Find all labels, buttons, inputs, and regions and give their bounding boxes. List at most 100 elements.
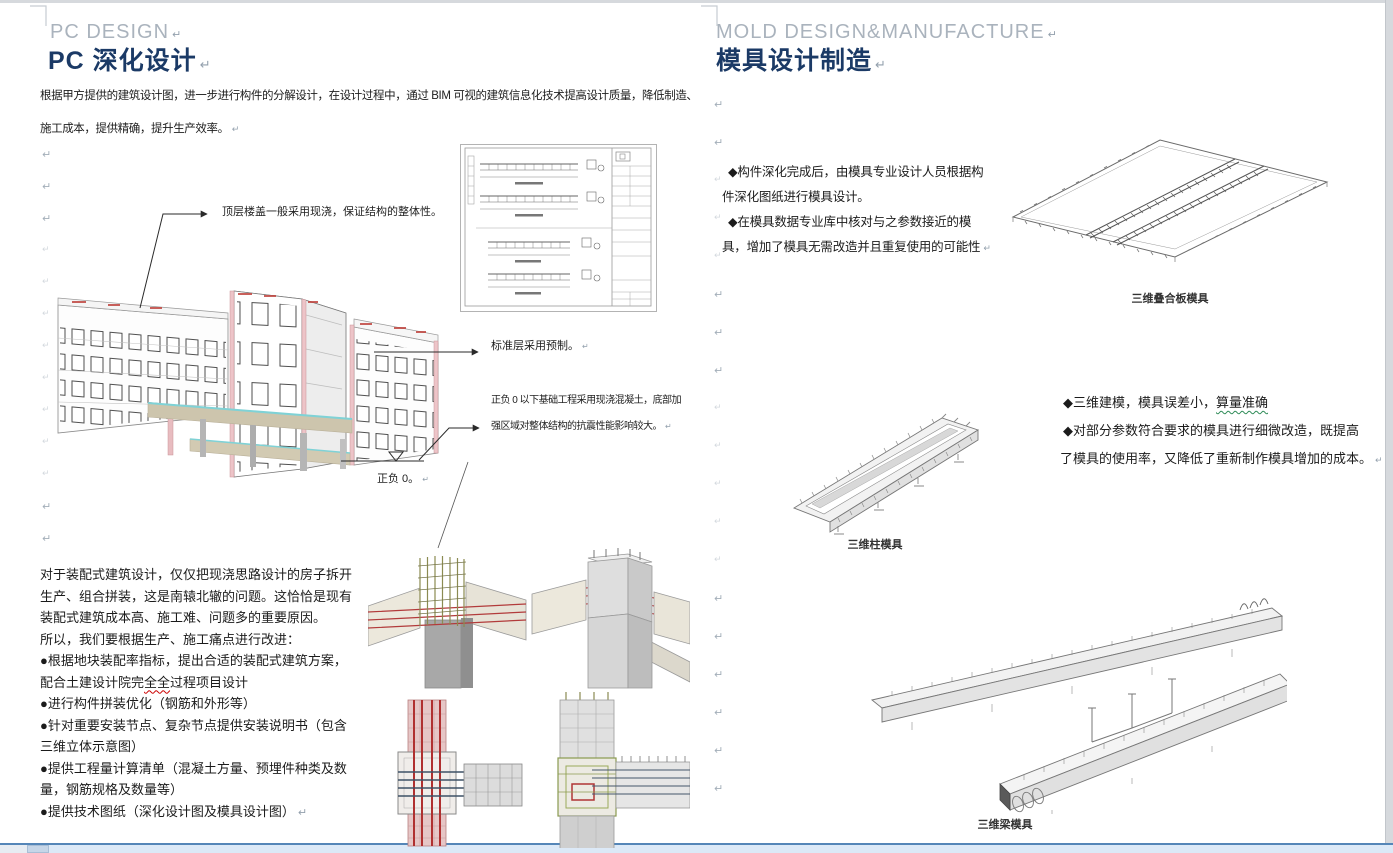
joint-render-column — [531, 548, 690, 689]
pilcrow-mark: ↵ — [714, 402, 722, 412]
body-line: 配合土建设计院完全全过程项目设计 — [40, 675, 248, 691]
bullet-text: 具，增加了模具无需改造并且重复使用的可能性 — [722, 240, 981, 254]
left-page-title: PC 深化设计↵ — [48, 46, 211, 77]
bullet-text: ◆三维建模，模具误差小， — [1063, 395, 1216, 410]
left-page-kicker: PC DESIGN↵ — [50, 20, 181, 45]
pilcrow-mark: ↵ — [714, 289, 724, 301]
annotation-foundation-line: 强区域对整体结构的抗震性能影响较大。↵ — [491, 421, 672, 434]
pilcrow-mark: ↵ — [714, 440, 722, 450]
left-intro-line: 根据甲方提供的建筑设计图，进一步进行构件的分解设计，在设计过程中，通过 BIM … — [40, 90, 698, 102]
body-line: 装配式建筑成本高、施工难、问题多的重要原因。 — [40, 610, 327, 625]
annotation-text: 强区域对整体结构的抗震性能影响较大。 — [491, 421, 663, 432]
annotation-standard-floor: 标准层采用预制。↵ — [491, 340, 589, 354]
annotation-foundation-line: 正负 0 以下基础工程采用现浇混凝土，底部加 — [491, 395, 682, 406]
slab-mold-figure — [1011, 139, 1329, 262]
pilcrow-mark: ↵ — [42, 276, 50, 286]
pilcrow-mark: ↵ — [42, 436, 50, 446]
pilcrow-mark: ↵ — [42, 213, 52, 225]
right-kicker-text: MOLD DESIGN&MANUFACTURE — [716, 21, 1045, 43]
pilcrow-mark: ↵ — [172, 29, 182, 41]
body-line: 生产、组合拼装，这是南辕北辙的问题。这恰恰是现有 — [40, 588, 353, 604]
grammarcheck-flagged-text: 算量准确 — [1216, 395, 1269, 410]
pilcrow-mark: ↵ — [231, 124, 240, 134]
pilcrow-mark: ↵ — [714, 137, 724, 149]
pilcrow-mark: ↵ — [714, 478, 722, 488]
pilcrow-mark: ↵ — [42, 404, 50, 414]
joint-render-cage — [368, 556, 527, 689]
bullet-line: 件深化图纸进行模具设计。 — [722, 190, 870, 204]
body-line: ●提供工程量计算清单（混凝土方量、预埋件种类及数 — [40, 760, 347, 776]
pilcrow-mark: ↵ — [422, 475, 429, 484]
annotation-text: 正负 0。 — [377, 473, 420, 485]
pilcrow-mark: ↵ — [714, 669, 724, 681]
right-page-kicker: MOLD DESIGN&MANUFACTURE↵ — [716, 20, 1057, 45]
bullet-line: ◆在模具数据专业库中核对与之参数接近的模 — [728, 215, 972, 229]
pilcrow-mark: ↵ — [42, 181, 52, 193]
pilcrow-mark: ↵ — [714, 327, 724, 339]
pilcrow-mark: ↵ — [42, 340, 50, 350]
pilcrow-mark: ↵ — [714, 212, 722, 222]
pilcrow-mark: ↵ — [714, 365, 724, 377]
annotation-text: 标准层采用预制。 — [491, 340, 579, 352]
body-line: 对于装配式建筑设计，仅仅把现浇思路设计的房子拆开 — [40, 567, 353, 582]
leader-diagonal — [437, 461, 469, 549]
pilcrow-mark: ↵ — [42, 468, 50, 478]
pilcrow-mark: ↵ — [983, 243, 991, 253]
window-right-edge[interactable] — [1385, 0, 1393, 853]
spellcheck-flagged-text: 全全 — [144, 674, 171, 690]
pilcrow-mark: ↵ — [42, 244, 50, 254]
bullet-line: ◆对部分参数符合要求的模具进行细微改造，既提高 — [1063, 423, 1359, 438]
column-mold-figure — [792, 413, 980, 535]
body-line: 三维立体示意图） — [40, 739, 145, 754]
left-intro-line: 施工成本，提供精确，提升生产效率。↵ — [40, 122, 239, 136]
pilcrow-mark: ↵ — [42, 372, 50, 382]
pilcrow-mark: ↵ — [582, 342, 589, 351]
pilcrow-mark: ↵ — [42, 501, 52, 513]
pilcrow-mark: ↵ — [199, 57, 211, 72]
pilcrow-mark: ↵ — [1047, 29, 1057, 41]
bullet-line: ◆三维建模，模具误差小，算量准确 — [1063, 395, 1268, 411]
bullet-line: 了模具的使用率，又降低了重新制作模具增加的成本。↵ — [1060, 451, 1383, 467]
scrollbar-left-cap[interactable] — [0, 845, 27, 853]
pilcrow-mark: ↵ — [875, 57, 886, 72]
building-3d-figure — [57, 290, 439, 478]
pilcrow-mark: ↵ — [714, 554, 722, 564]
cad-drawing-thumbnail — [460, 144, 657, 312]
pilcrow-mark: ↵ — [42, 533, 52, 545]
pilcrow-mark: ↵ — [714, 99, 724, 111]
bullet-line: 具，增加了模具无需改造并且重复使用的可能性↵ — [722, 240, 991, 256]
caption-beam-mold: 三维梁模具 — [977, 819, 1033, 831]
scrollbar-thumb[interactable] — [27, 845, 49, 853]
bullet-line: ◆构件深化完成后，由模具专业设计人员根据构 — [728, 165, 984, 179]
right-page-title: 模具设计制造↵ — [716, 46, 886, 77]
body-text: 配合土建设计院完 — [40, 674, 145, 690]
joint-render-plan — [397, 699, 523, 847]
pilcrow-mark: ↵ — [714, 250, 722, 260]
pilcrow-mark: ↵ — [714, 631, 724, 643]
margin-crop-mark-left — [30, 5, 47, 26]
pilcrow-mark: ↵ — [297, 806, 308, 819]
pilcrow-mark: ↵ — [714, 593, 724, 605]
body-line: ●根据地块装配率指标，提出合适的装配式建筑方案， — [40, 653, 347, 668]
margin-crop-mark-right — [701, 5, 718, 26]
joint-detail-figures — [368, 548, 690, 848]
body-text: 过程项目设计 — [170, 674, 249, 690]
horizontal-scrollbar[interactable] — [0, 843, 1393, 853]
left-intro-text: 施工成本，提供精确，提升生产效率。 — [40, 123, 229, 135]
annotation-roof: 顶层楼盖一般采用现浇，保证结构的整体性。 — [222, 206, 442, 218]
pilcrow-mark: ↵ — [42, 149, 52, 161]
pilcrow-mark: ↵ — [714, 174, 722, 184]
annotation-zero-level: 正负 0。↵ — [377, 473, 429, 487]
body-text: ●提供技术图纸（深化设计图及模具设计图） — [40, 803, 295, 819]
beam-mold-figure — [870, 598, 1287, 814]
window-top-edge — [0, 0, 1393, 3]
pilcrow-mark: ↵ — [1375, 455, 1383, 465]
caption-slab-mold: 三维叠合板模具 — [1131, 293, 1209, 305]
body-line: ●提供技术图纸（深化设计图及模具设计图）↵ — [40, 804, 307, 821]
pilcrow-mark: ↵ — [665, 422, 672, 431]
body-line: ●进行构件拼装优化（钢筋和外形等） — [40, 696, 256, 711]
pilcrow-mark: ↵ — [714, 516, 722, 526]
pilcrow-mark: ↵ — [714, 783, 724, 795]
body-line: 所以，我们要根据生产、施工痛点进行改进： — [40, 631, 301, 647]
